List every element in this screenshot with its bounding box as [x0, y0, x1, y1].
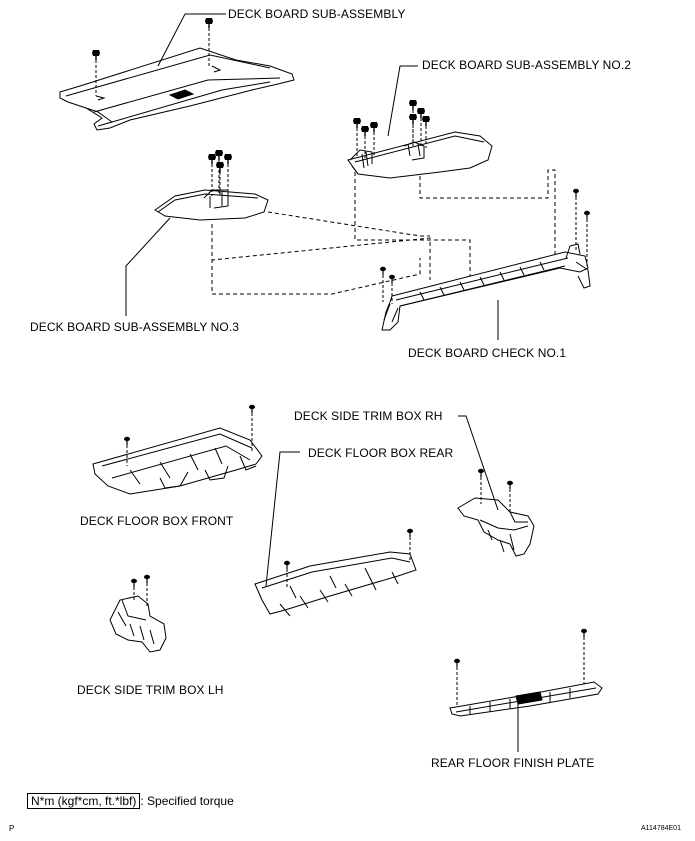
- torque-legend: N*m (kgf*cm, ft.*lbf): Specified torque: [27, 793, 234, 809]
- leader-deck-side-trim-rh: [458, 415, 499, 511]
- deck-floor-box-rear-screws: [283, 528, 414, 588]
- deck-floor-box-rear-part: [254, 551, 417, 617]
- deck-board-no3-part: [154, 189, 269, 221]
- rear-floor-finish-plate-screws: [453, 628, 588, 706]
- leader-deck-board-no3: [125, 217, 171, 316]
- deck-board-check-no1-part: [381, 243, 591, 331]
- torque-unit-box: N*m (kgf*cm, ft.*lbf): [27, 793, 141, 809]
- leader-deck-board: [157, 13, 186, 67]
- label-deck-floor-box-front: DECK FLOOR BOX FRONT: [80, 514, 234, 528]
- deck-floor-box-front-screws: [123, 404, 256, 466]
- deck-board-no2-bolts: [352, 99, 431, 158]
- deck-floor-box-front-part: [92, 427, 263, 495]
- deck-side-trim-lh-screws: [130, 574, 151, 606]
- rear-floor-finish-plate-part: [449, 681, 603, 717]
- label-deck-floor-box-rear: DECK FLOOR BOX REAR: [308, 446, 454, 460]
- deck-board-no3-bolts: [207, 149, 233, 196]
- deck-side-trim-box-rh-part: [457, 497, 535, 557]
- deck-board-sub-assembly-part: [59, 47, 295, 131]
- leader-deck-floor-box-rear: [265, 451, 300, 587]
- label-deck-board-no2: DECK BOARD SUB-ASSEMBLY NO.2: [422, 58, 632, 72]
- figure-code: A114784E01: [641, 825, 681, 832]
- label-deck-side-trim-rh: DECK SIDE TRIM BOX RH: [294, 409, 443, 423]
- label-deck-side-trim-lh: DECK SIDE TRIM BOX LH: [77, 683, 224, 697]
- deck-board-bolts: [91, 17, 214, 96]
- label-rear-floor-finish-plate: REAR FLOOR FINISH PLATE: [431, 756, 595, 770]
- deck-side-trim-rh-screws: [477, 468, 514, 512]
- label-deck-board: DECK BOARD SUB-ASSEMBLY: [228, 7, 406, 21]
- torque-legend-text: : Specified torque: [140, 794, 234, 808]
- deck-board-no2-part: [347, 131, 493, 179]
- deck-board-check-bolts: [379, 188, 591, 304]
- label-deck-board-check-no1: DECK BOARD CHECK NO.1: [408, 346, 567, 360]
- leader-deck-board-no2: [387, 65, 418, 137]
- page-mark: P: [9, 824, 15, 833]
- label-deck-board-no3: DECK BOARD SUB-ASSEMBLY NO.3: [30, 320, 240, 334]
- alignment-dashed-lines: [211, 169, 556, 295]
- deck-side-trim-box-lh-part: [109, 595, 167, 653]
